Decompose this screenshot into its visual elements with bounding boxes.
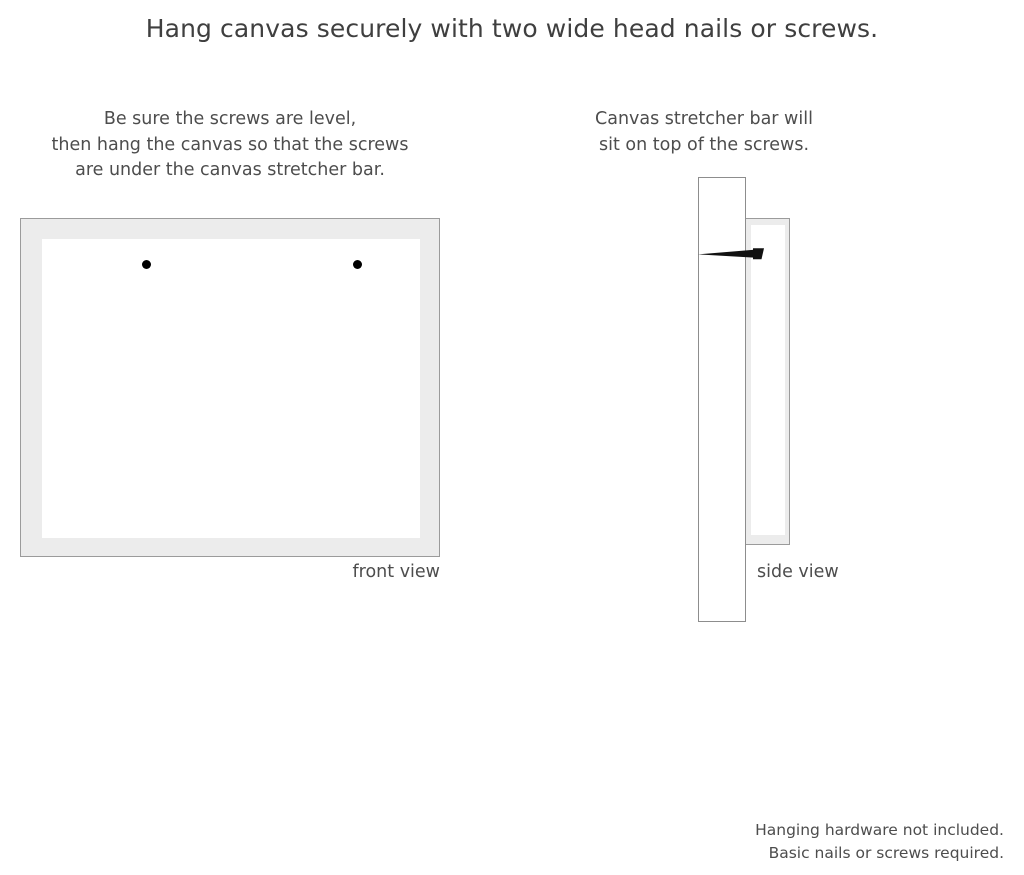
front-view-caption-line-2: then hang the canvas so that the screws [51,134,409,155]
side-view-caption: Canvas stretcher bar will sit on top of … [568,107,840,158]
side-view-diagram [690,170,810,635]
side-view-caption-line-1: Canvas stretcher bar will [595,109,813,129]
footnote-line-1: Hanging hardware not included. [755,821,1004,839]
front-view-canvas-frame [20,218,440,557]
side-view-label: side view [757,562,839,582]
left-screw-dot-icon [142,260,151,269]
side-view-caption-line-2: sit on top of the screws. [598,134,810,155]
front-view-label: front view [352,562,441,582]
front-view-caption-line-1: Be sure the screws are level, [103,109,357,129]
screw-side-icon [696,242,772,264]
footnote: Hanging hardware not included. Basic nai… [704,819,1004,865]
canvas-stretcher-bar-inner [751,225,785,535]
front-view-canvas-panel [42,239,420,538]
page-title: Hang canvas securely with two wide head … [145,14,879,43]
front-view-caption-line-3: are under the canvas stretcher bar. [75,160,385,180]
canvas-stretcher-bar [745,218,790,545]
front-view-caption: Be sure the screws are level, then hang … [20,107,440,184]
footnote-line-2: Basic nails or screws required. [768,844,1004,862]
right-screw-dot-icon [353,260,362,269]
